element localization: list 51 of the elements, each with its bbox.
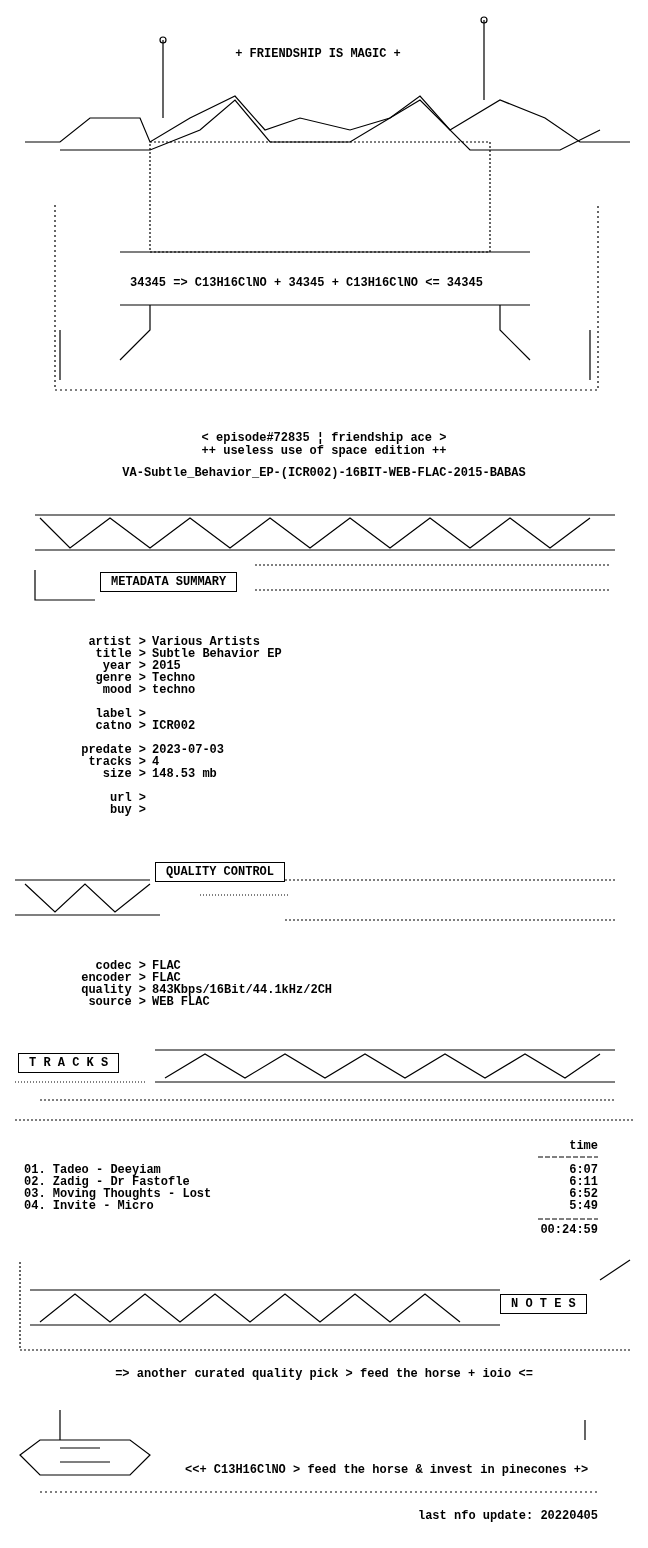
section-heading: T R A C K S [18, 1053, 120, 1073]
track-title: 01. Tadeo - Deeyiam [24, 1163, 161, 1177]
field-key: year > [102, 659, 146, 673]
episode-line: < episode#72835 ¦ friendship ace > [201, 431, 447, 445]
field-key: genre > [95, 671, 146, 685]
track-title: 03. Moving Thoughts - Lost [24, 1187, 212, 1201]
field-key: url > [110, 791, 146, 805]
field-key: label > [95, 707, 146, 721]
update-date: last nfo update: 20220405 [417, 1509, 598, 1523]
edition-line: ++ useless use of space edition ++ [201, 444, 447, 458]
field-key: tracks > [88, 755, 146, 769]
slogan-text: + FRIENDSHIP IS MAGIC + [235, 47, 401, 61]
field-key: artist > [88, 635, 146, 649]
field-key: title > [95, 647, 146, 661]
field-value: Various Artists [152, 635, 261, 649]
track-title: 02. Zadig - Dr Fastofle [24, 1175, 190, 1189]
field-value: FLAC [152, 959, 181, 973]
release-name: VA-Subtle_Behavior_EP-(ICR002)-16BIT-WEB-FLAC-2015-BABAS [122, 466, 526, 480]
field-key: codec > [95, 959, 146, 973]
total-time: 00:24:59 [540, 1223, 598, 1237]
field-key: predate > [81, 743, 146, 757]
field-value: 2023-07-03 [152, 743, 224, 757]
section-heading: METADATA SUMMARY [100, 572, 238, 592]
section-heading: N O T E S [500, 1294, 587, 1314]
track-time: 5:49 [569, 1199, 598, 1213]
track-time: 6:07 [569, 1163, 598, 1177]
field-value: Subtle Behavior EP [152, 647, 282, 661]
section-heading: QUALITY CONTROL [155, 862, 286, 882]
notes-line: => another curated quality pick > feed the horse + ioio <= [115, 1367, 533, 1381]
field-value: WEB FLAC [152, 995, 210, 1009]
field-value: 2015 [152, 659, 181, 673]
field-key: mood > [102, 683, 146, 697]
field-value: ICR002 [152, 719, 196, 733]
field-key: encoder > [81, 971, 146, 985]
field-value: 148.53 mb [152, 767, 217, 781]
track-title: 04. Invite - Micro [24, 1199, 154, 1213]
field-key: catno > [95, 719, 146, 733]
field-value: FLAC [152, 971, 181, 985]
field-value: 843Kbps/16Bit/44.1kHz/2CH [152, 983, 333, 997]
field-value: techno [152, 683, 196, 697]
formula-line: 34345 => C13H16ClNO + 34345 + C13H16ClNO <= 34345 [130, 276, 483, 290]
field-value: 4 [152, 755, 160, 769]
footer-line: <<+ C13H16ClNO > feed the horse & invest in pinecones +> [185, 1463, 589, 1477]
track-time: 6:52 [569, 1187, 598, 1201]
field-key: source > [88, 995, 146, 1009]
field-key: buy > [110, 803, 146, 817]
track-time: 6:11 [569, 1175, 598, 1189]
column-heading: time [569, 1139, 598, 1153]
field-value: Techno [152, 671, 196, 685]
field-key: size > [102, 767, 146, 781]
field-key: quality > [81, 983, 146, 997]
